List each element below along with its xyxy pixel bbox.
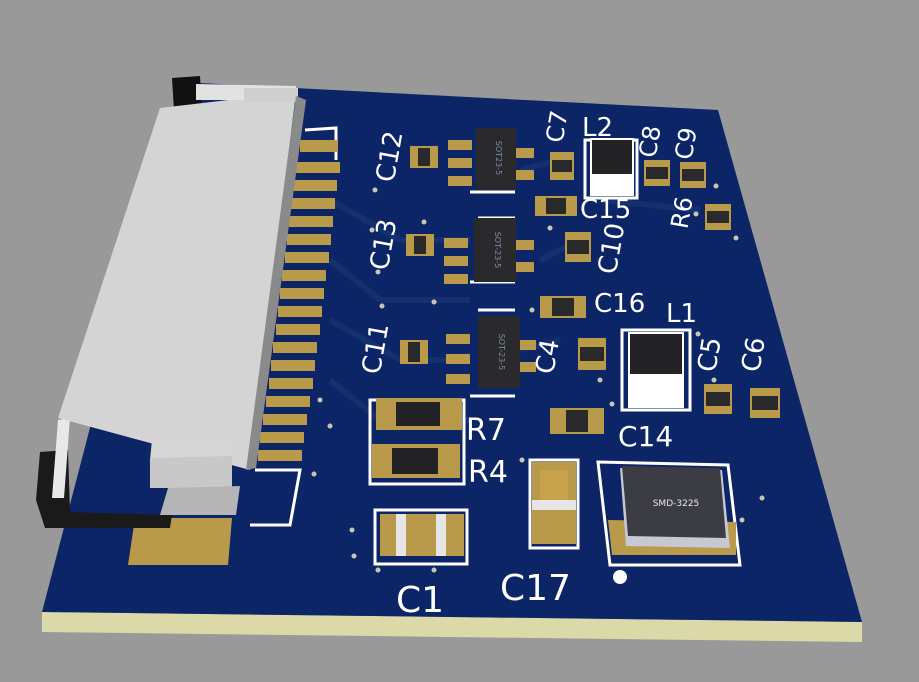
label-c7: C7: [541, 108, 574, 144]
label-c5: C5: [692, 335, 728, 374]
fpc-connector: [36, 76, 306, 528]
label-l1: L1: [666, 299, 697, 329]
label-r6: R6: [666, 194, 699, 230]
inductor-marking: SMD-3225: [653, 499, 700, 509]
u3-marking: SOT-23-5: [497, 334, 506, 371]
u2-marking: SOT-23-5: [493, 232, 502, 269]
resistors: [372, 398, 462, 478]
label-c17: C17: [500, 568, 571, 609]
label-c6: C6: [736, 335, 772, 374]
label-r7: R7: [466, 413, 506, 448]
small-capacitors: [400, 146, 780, 434]
label-l2: L2: [582, 113, 613, 143]
label-c1: C1: [396, 580, 444, 621]
smd-3225-inductor: [608, 466, 736, 555]
gnd-pad-large: [128, 518, 232, 565]
fpc-pads: [258, 140, 340, 461]
label-c14: C14: [618, 420, 673, 453]
label-r4: R4: [468, 455, 508, 490]
u1-marking: SOT23-5: [494, 141, 503, 175]
label-c9: C9: [670, 125, 703, 161]
pin1-marker: [613, 570, 627, 584]
label-c8: C8: [634, 123, 667, 159]
label-c16: C16: [594, 289, 645, 319]
large-capacitors: [380, 462, 576, 556]
label-c15: C15: [580, 195, 631, 225]
label-c4: C4: [530, 337, 566, 376]
inductors-small: [590, 138, 684, 408]
sot23-ics: [444, 128, 536, 388]
